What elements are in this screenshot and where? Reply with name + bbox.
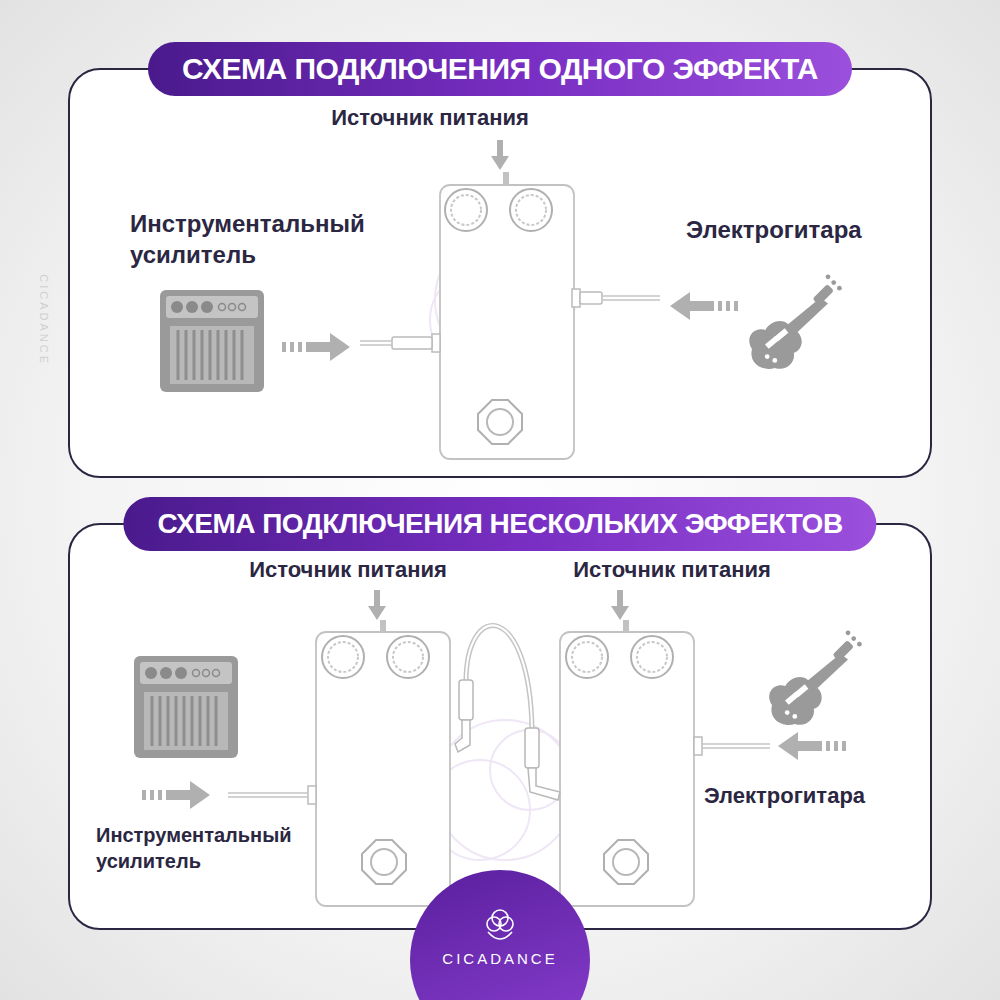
guitar-label: Электрогитара	[704, 782, 865, 811]
logo-mark	[470, 906, 530, 946]
watermark: CICADANCE	[37, 274, 51, 366]
amp-label: Инструментальный усилитель	[130, 208, 400, 270]
section-title: СХЕМА ПОДКЛЮЧЕНИЯ НЕСКОЛЬКИХ ЭФФЕКТОВ	[123, 497, 876, 551]
guitar-label: Электрогитара	[686, 214, 862, 245]
power-label: Источник питания	[249, 556, 447, 585]
power-label: Источник питания	[573, 556, 771, 585]
section-title: СХЕМА ПОДКЛЮЧЕНИЯ ОДНОГО ЭФФЕКТА	[148, 42, 852, 96]
power-label: Источник питания	[331, 104, 529, 133]
amp-label: Инструментальный усилитель	[96, 822, 326, 874]
brand-name: CICADANCE	[410, 950, 590, 967]
